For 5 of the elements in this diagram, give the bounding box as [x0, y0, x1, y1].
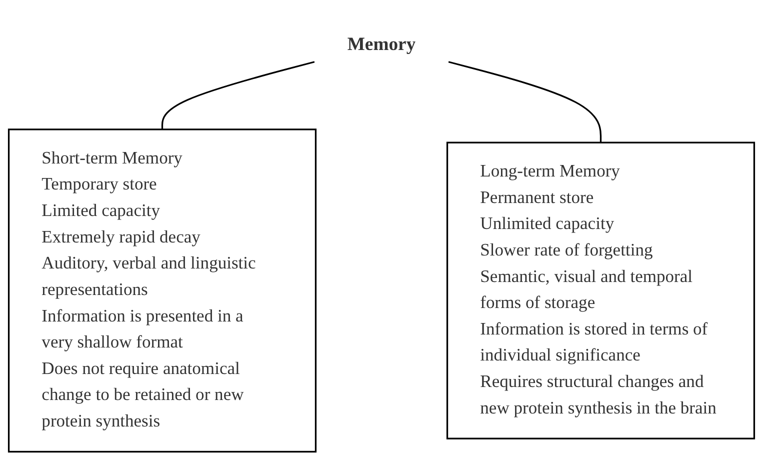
- node-box: Short-term Memory Temporary store Limited capacity Extremely rapid decay Auditory, verbal and linguistic representations Information is presented in a very shallow format Does not require anatomical change to be retained or new protein synthesis: [8, 128, 317, 453]
- connector: [448, 61, 602, 143]
- connector: [161, 61, 315, 130]
- node-box: Long-term Memory Permanent store Unlimited capacity Slower rate of forgetting Semantic, visual and temporal forms of storage Information is stored in terms of individual significance Requires structural changes and new protein synthesis in the brain: [446, 142, 756, 440]
- node-text: Memory: [347, 34, 416, 55]
